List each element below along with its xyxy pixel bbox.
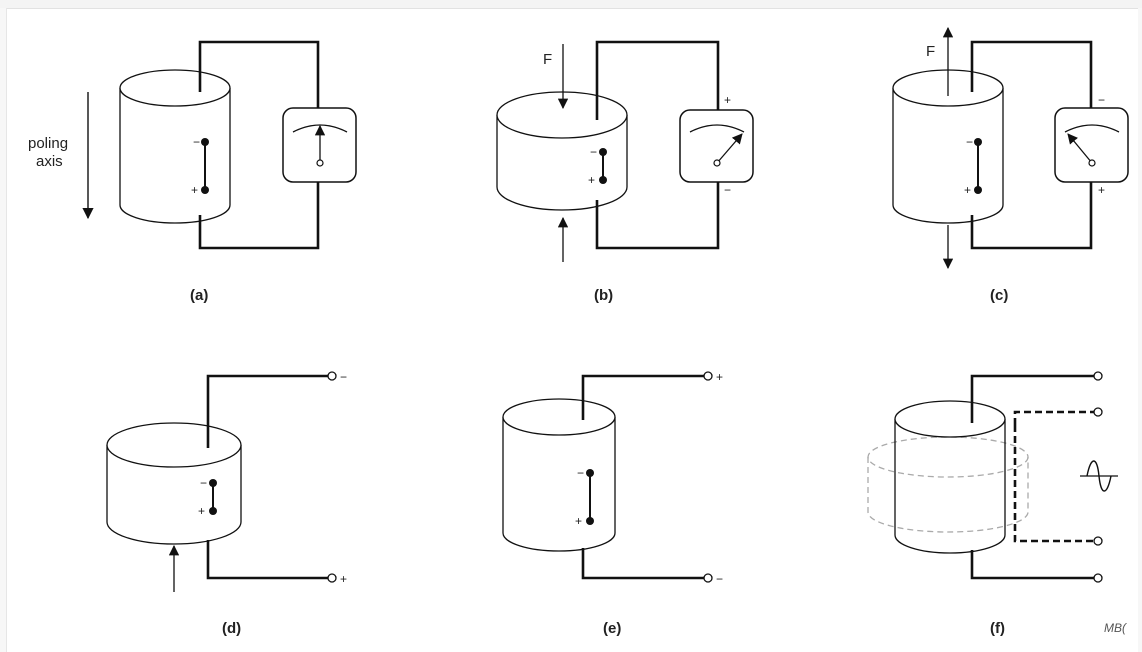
terminal-d-bottom-label: + (340, 572, 347, 586)
panel-d: − + − + (d) (106, 370, 347, 637)
cylinder-d-top (106, 422, 242, 468)
cylinder-b-top (496, 91, 628, 139)
dipole-c-plus: + (964, 183, 971, 197)
dipole-a-plus: + (191, 183, 198, 197)
terminal-f-4 (1093, 573, 1103, 583)
cylinder-e-top (502, 398, 616, 436)
dipole-b-minus: − (590, 145, 597, 159)
wire-c-top (970, 40, 1093, 108)
dipole-e-minus: − (577, 466, 584, 480)
top-border (0, 0, 1142, 9)
caption-e: (e) (603, 620, 621, 637)
caption-f: (f) (990, 620, 1005, 637)
panel-b: + − F − + (b) (496, 40, 754, 304)
caption-b: (b) (594, 287, 613, 304)
dipole-b-plus: + (588, 173, 595, 187)
wire-c-bottom (970, 182, 1093, 250)
caption-a: (a) (190, 287, 208, 304)
cylinder-a-top (119, 69, 231, 107)
deformed-outline-top (867, 436, 1029, 478)
meter-c-minus: − (1098, 93, 1105, 107)
panel-f: (f) (867, 371, 1118, 637)
wire-f-electrode-top (1013, 410, 1094, 425)
terminal-f-2 (1093, 407, 1103, 417)
deformed-outline-body (867, 457, 1029, 533)
poling-axis-label-1: poling (28, 135, 68, 152)
panel-e: + − − + (e) (502, 370, 723, 637)
meter-c-needle (1067, 133, 1093, 164)
cylinder-a-body (119, 88, 231, 224)
terminal-e-bottom-label: − (716, 572, 723, 586)
terminal-e-top (703, 371, 713, 381)
cylinder-f-top (894, 400, 1006, 438)
meter-c-plus: + (1098, 183, 1105, 197)
meter-c-scale (1064, 124, 1120, 133)
ac-sine-icon (1086, 460, 1112, 492)
wire-e-bottom (581, 548, 704, 580)
meter-b (679, 109, 754, 183)
meter-a-pivot (316, 159, 324, 167)
wire-f-top (970, 374, 1094, 423)
poling-axis: poling axis (28, 92, 94, 220)
wire-a-bottom (198, 182, 320, 250)
wire-d-top (206, 374, 328, 448)
credit-text: MB( (1104, 621, 1128, 635)
caption-c: (c) (990, 287, 1008, 304)
dipole-d-plus: + (198, 504, 205, 518)
cylinder-c-body (892, 88, 1004, 224)
wire-d-bottom (206, 540, 328, 580)
dipole-c-minus: − (966, 135, 973, 149)
wire-b-bottom (595, 182, 720, 250)
meter-b-minus: − (724, 183, 731, 197)
meter-b-scale (689, 124, 745, 133)
terminal-e-bottom (703, 573, 713, 583)
cylinder-b-body (496, 115, 628, 211)
caption-d: (d) (222, 620, 241, 637)
dipole-a-minus: − (193, 135, 200, 149)
wire-f-bottom (970, 550, 1094, 580)
wire-f-electrode-bottom (1013, 425, 1094, 543)
terminal-f-3 (1093, 536, 1103, 546)
force-b-label: F (543, 51, 552, 68)
wire-a-top (198, 40, 320, 108)
meter-b-pivot (713, 159, 721, 167)
cylinder-e-body (502, 417, 616, 552)
terminal-f-1 (1093, 371, 1103, 381)
wire-b-top (595, 40, 720, 120)
cylinder-d-body (106, 445, 242, 545)
cylinder-f-body (894, 419, 1006, 554)
force-c-label: F (926, 43, 935, 60)
dipole-d-minus: − (200, 476, 207, 490)
panel-c: − + F − + (c) (892, 26, 1129, 304)
meter-b-plus: + (724, 93, 731, 107)
meter-b-needle (716, 133, 743, 164)
meter-c (1054, 107, 1129, 183)
panel-a: − + (a) (119, 40, 357, 304)
meter-c-pivot (1088, 159, 1096, 167)
right-border (1138, 8, 1142, 652)
wire-e-top (581, 374, 704, 420)
terminal-d-top-label: − (340, 370, 347, 384)
terminal-d-top (327, 371, 337, 381)
terminal-d-bottom (327, 573, 337, 583)
poling-axis-label-2: axis (36, 153, 63, 170)
left-border (0, 8, 7, 652)
dipole-e-plus: + (575, 514, 582, 528)
terminal-e-top-label: + (716, 370, 723, 384)
